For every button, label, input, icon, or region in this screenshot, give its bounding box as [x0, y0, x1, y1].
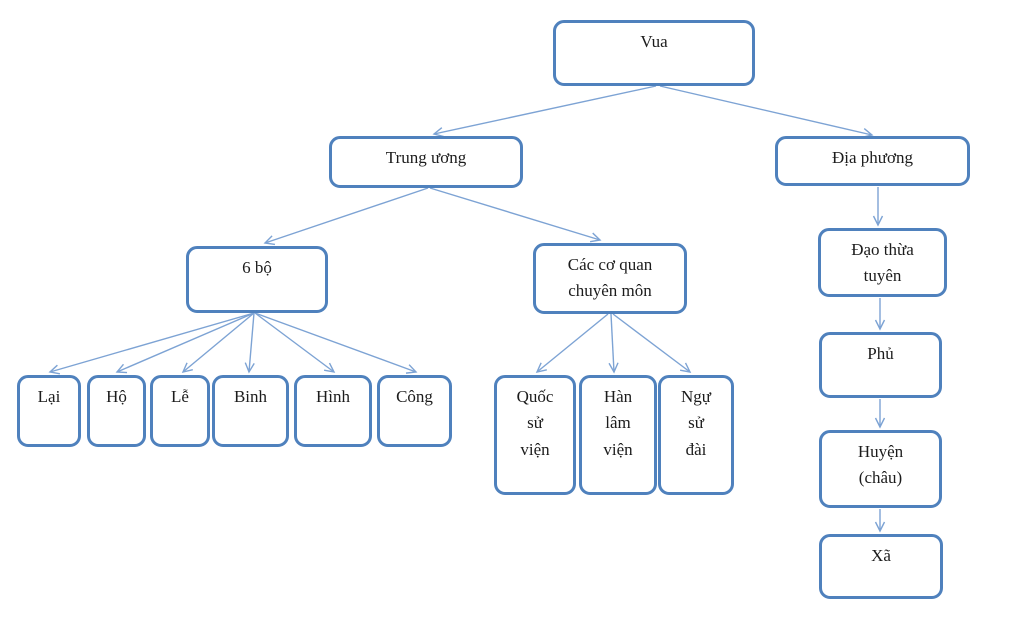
node-xa: Xã [819, 534, 943, 599]
edge-sau_bo-to-ho [115, 312, 255, 374]
edge-sau_bo-to-lai [48, 312, 255, 375]
node-phu: Phủ [819, 332, 942, 398]
edge-sau_bo-to-hinh [254, 312, 336, 373]
edge-co_quan-to-han_lam_vien [608, 313, 619, 374]
node-le: Lễ [150, 375, 210, 447]
edge-sau_bo-to-binh [244, 312, 255, 374]
edge-vua-to-trung_uong [432, 85, 657, 138]
node-cong: Công [377, 375, 452, 447]
node-ho: Hộ [87, 375, 146, 447]
node-6-bo: 6 bộ [186, 246, 328, 313]
node-dia-phuong: Địa phương [775, 136, 970, 186]
edge-co_quan-to-quoc_su_vien [535, 313, 609, 373]
node-hinh: Hình [294, 375, 372, 447]
node-quoc-su-vien: Quốc sử viện [494, 375, 576, 495]
node-dao-thua-tuyen: Đạo thừa tuyên [818, 228, 947, 297]
node-cac-co-quan: Các cơ quan chuyên môn [533, 243, 687, 314]
node-lai: Lại [17, 375, 81, 447]
node-binh: Binh [212, 375, 289, 447]
edge-sau_bo-to-cong [254, 312, 418, 374]
node-vua: Vua [553, 20, 755, 86]
edge-sau_bo-to-le [181, 312, 255, 374]
node-han-lam-vien: Hàn lâm viện [579, 375, 657, 495]
node-ngu-su-dai: Ngự sử đài [658, 375, 734, 495]
edge-co_quan-to-ngu_su_dai [612, 313, 692, 373]
edge-vua-to-dia_phuong [659, 85, 874, 139]
edge-trung_uong-to-co_quan [429, 187, 602, 243]
node-trung-uong: Trung ương [329, 136, 523, 188]
edge-trung_uong-to-sau_bo [263, 187, 429, 246]
node-huyen: Huyện (châu) [819, 430, 942, 508]
